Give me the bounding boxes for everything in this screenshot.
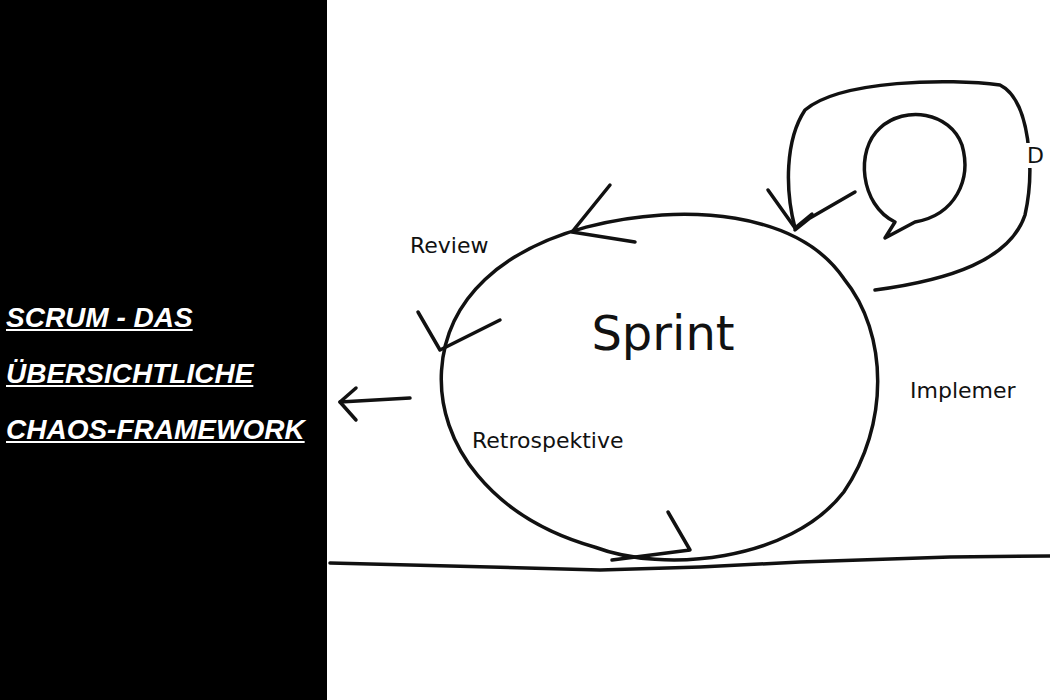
sketch-label: D xyxy=(1025,143,1046,168)
sketch-label: Implemer xyxy=(908,378,1018,403)
sprint-circle: Sprint xyxy=(437,205,889,573)
page-title: SCRUM - DAS ÜBERSICHTLICHE CHAOS-FRAMEWO… xyxy=(6,290,322,458)
node-label: Sprint xyxy=(437,305,889,361)
black-panel xyxy=(0,0,327,700)
sketch-label: Review xyxy=(408,233,491,258)
sketch-label: Retrospektive xyxy=(470,428,625,453)
circle-outline xyxy=(437,205,889,573)
